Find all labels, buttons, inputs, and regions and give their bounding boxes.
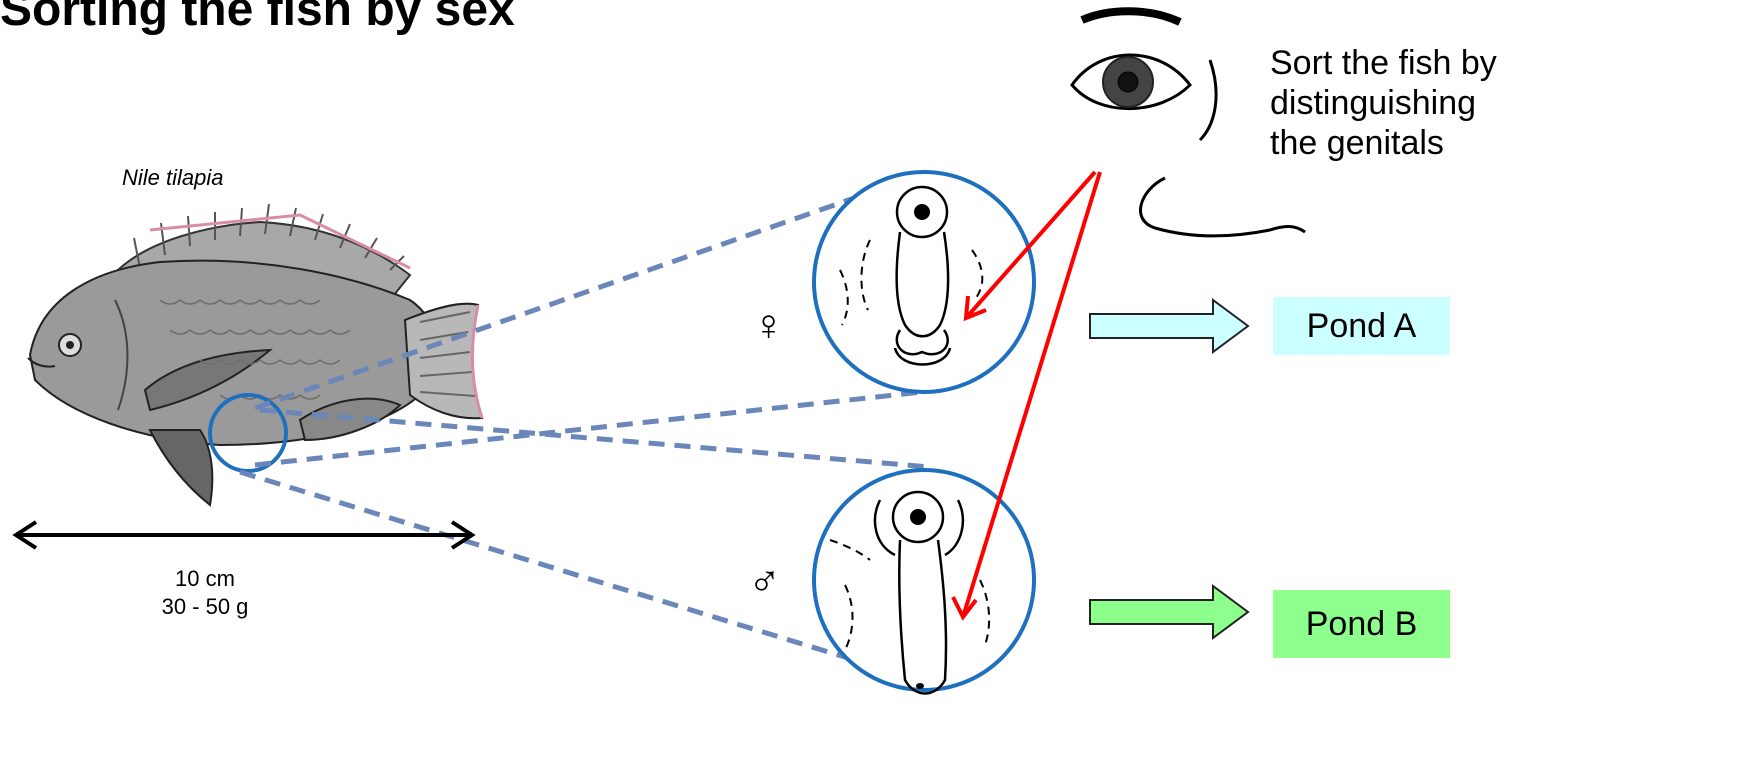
instruction-line: distinguishing bbox=[1270, 83, 1497, 123]
size-label: 10 cm 30 - 50 g bbox=[120, 565, 290, 621]
weight-label: 30 - 50 g bbox=[120, 593, 290, 621]
pond-a-label: Pond A bbox=[1273, 297, 1450, 355]
female-genital-closeup-icon bbox=[814, 172, 1034, 392]
female-symbol: ♀ bbox=[752, 302, 785, 350]
male-symbol: ♂ bbox=[748, 558, 781, 606]
right-arrow-icon bbox=[1090, 300, 1248, 352]
pond-b-label: Pond B bbox=[1273, 590, 1450, 658]
right-arrow-icon bbox=[1090, 586, 1248, 638]
length-label: 10 cm bbox=[120, 565, 290, 593]
male-genital-closeup-icon bbox=[814, 470, 1034, 694]
instruction-line: the genitals bbox=[1270, 123, 1497, 163]
instruction-line: Sort the fish by bbox=[1270, 43, 1497, 83]
species-label: Nile tilapia bbox=[122, 165, 224, 191]
double-arrow-icon bbox=[16, 522, 472, 548]
instruction-text: Sort the fish by distinguishing the geni… bbox=[1270, 43, 1497, 163]
